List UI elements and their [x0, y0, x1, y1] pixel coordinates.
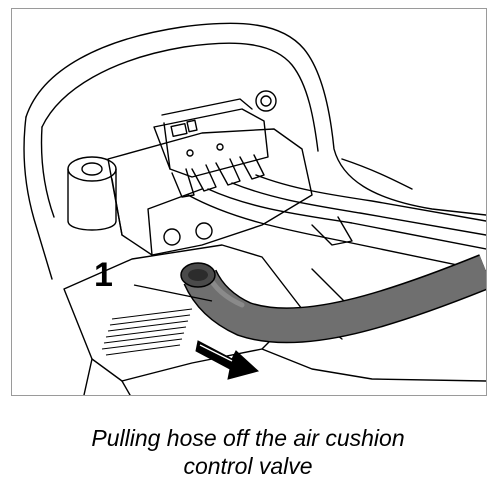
air-hose: [180, 254, 486, 344]
technical-illustration: [23, 22, 486, 395]
connector-body: [153, 108, 269, 178]
callout-leader-line: [133, 284, 213, 302]
ribbed-surface: [101, 308, 193, 356]
figure-caption: Pulling hose off the air cushion control…: [0, 424, 496, 480]
housing-outer-outline: [25, 22, 486, 216]
caption-line-2: control valve: [183, 453, 313, 479]
mounting-boss-top: [67, 156, 117, 182]
illustration-frame: [11, 8, 487, 396]
callout-number-1: 1: [94, 256, 113, 294]
pull-direction-arrow-icon: [195, 340, 260, 380]
housing-inner-outline: [41, 42, 319, 152]
cable-bundle: [187, 194, 486, 272]
bolt-head: [255, 90, 277, 112]
housing-rim: [23, 116, 53, 280]
mounting-boss: [67, 168, 117, 231]
caption-line-1: Pulling hose off the air cushion: [91, 425, 405, 451]
valve-block: [107, 128, 313, 256]
